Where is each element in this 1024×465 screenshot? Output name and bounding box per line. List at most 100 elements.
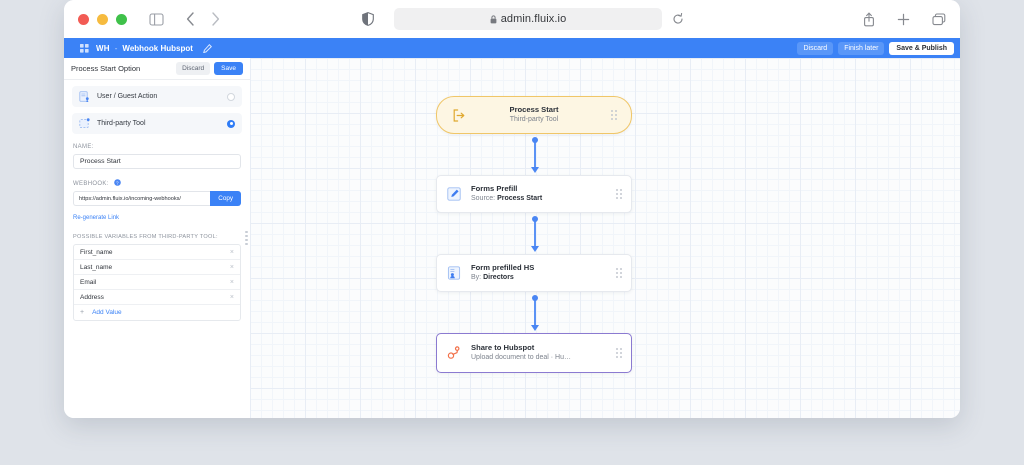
share-icon[interactable] (863, 12, 875, 27)
option-label: Third-party Tool (97, 120, 146, 127)
close-icon[interactable]: × (229, 278, 234, 286)
hubspot-icon (446, 346, 462, 360)
plus-icon: + (80, 309, 85, 316)
user-action-icon (79, 91, 90, 102)
variables-list: First_name × Last_name × Email × Addre (73, 244, 241, 321)
webhook-label: WEBHOOK: (73, 181, 109, 187)
node-drag-handle[interactable] (616, 348, 622, 358)
pencil-icon[interactable] (203, 43, 212, 53)
panel-save-button[interactable]: Save (214, 62, 243, 75)
shield-icon[interactable] (362, 12, 374, 26)
node-sub-value: Process Start (497, 195, 543, 203)
node-text: Share to Hubspot Upload document to deal… (471, 343, 616, 363)
variables-label: POSSIBLE VARIABLES FROM THIRD-PARTY TOOL… (73, 234, 218, 240)
breadcrumb-title[interactable]: Webhook Hubspot (122, 43, 193, 53)
connector-1 (531, 137, 539, 173)
node-drag-handle[interactable] (611, 110, 617, 120)
add-value-label: Add Value (92, 309, 122, 316)
workflow-canvas[interactable]: Process Start Third-party Tool Forms Pre… (245, 58, 960, 418)
app-grid-icon[interactable] (80, 43, 89, 53)
node-text: Process Start Third-party Tool (510, 105, 559, 125)
form-edit-icon (446, 187, 462, 201)
node-subtitle: By: Directors (471, 273, 616, 282)
node-drag-handle[interactable] (616, 268, 622, 278)
list-item[interactable]: First_name × (74, 245, 240, 260)
name-input-value: Process Start (80, 158, 121, 165)
url-text: admin.fluix.io (500, 13, 567, 25)
webhook-field: https://admin.fluix.io/incoming-webhooks… (73, 191, 241, 206)
node-subtitle: Upload document to deal · Hu… (471, 354, 571, 362)
add-value-button[interactable]: + Add Value (74, 305, 240, 320)
finish-later-button[interactable]: Finish later (838, 41, 885, 55)
node-sub-value: Directors (483, 274, 514, 282)
help-icon[interactable]: ? (114, 179, 121, 186)
radio-third-party-tool[interactable] (227, 119, 235, 128)
regenerate-link[interactable]: Re-generate Link (73, 215, 120, 221)
connector-3 (531, 295, 539, 331)
list-item[interactable]: Email × (74, 275, 240, 290)
minimize-window-button[interactable] (97, 13, 108, 25)
workflow-node-process-start[interactable]: Process Start Third-party Tool (436, 96, 632, 134)
node-title: Share to Hubspot (471, 343, 535, 353)
tabs-overview-icon[interactable] (932, 12, 946, 26)
navigation-buttons[interactable] (186, 12, 220, 26)
copy-button[interactable]: Copy (210, 191, 241, 206)
form-user-icon (446, 266, 462, 280)
option-user-guest-action[interactable]: User / Guest Action (72, 86, 242, 107)
webhook-input[interactable]: https://admin.fluix.io/incoming-webhooks… (73, 191, 211, 206)
node-title: Form prefilled HS (471, 263, 535, 273)
radio-user-guest-action[interactable] (227, 92, 235, 101)
close-icon[interactable]: × (229, 263, 234, 271)
process-start-icon (451, 108, 467, 122)
window-controls[interactable] (78, 13, 127, 25)
breadcrumb-short[interactable]: WH (96, 43, 110, 53)
maximize-window-button[interactable] (116, 13, 127, 25)
lock-icon (490, 14, 497, 24)
browser-actions (863, 12, 946, 27)
panel-discard-button[interactable]: Discard (176, 62, 211, 75)
address-bar[interactable]: admin.fluix.io (394, 8, 683, 30)
node-drag-handle[interactable] (616, 189, 622, 199)
reload-icon[interactable] (672, 13, 684, 25)
close-icon[interactable]: × (229, 248, 234, 256)
variable-name: Address (80, 293, 104, 301)
config-form: NAME: Process Start WEBHOOK: ? https://a… (64, 134, 250, 321)
workflow-node-share-to-hubspot[interactable]: Share to Hubspot Upload document to deal… (436, 333, 632, 373)
option-label: User / Guest Action (97, 93, 158, 100)
name-input[interactable]: Process Start (73, 154, 241, 169)
webhook-input-value: https://admin.fluix.io/incoming-webhooks… (79, 195, 181, 202)
address-bar-area: admin.fluix.io (362, 8, 683, 30)
page-title: Process Start Option (71, 64, 141, 73)
node-sub-prefix: Source: (471, 195, 496, 203)
workflow-node-forms-prefill[interactable]: Forms Prefill Source: Process Start (436, 175, 632, 213)
back-icon[interactable] (186, 12, 195, 26)
variable-name: First_name (80, 248, 113, 256)
close-window-button[interactable] (78, 13, 89, 25)
config-panel: Process Start Option Discard Save User /… (64, 58, 250, 418)
option-third-party-tool[interactable]: Third-party Tool (72, 113, 242, 134)
sidebar-toggle-icon[interactable] (149, 12, 164, 26)
config-panel-header: Process Start Option Discard Save (64, 58, 250, 80)
panel-resize-grip[interactable] (245, 231, 250, 245)
node-subtitle: Source: Process Start (471, 194, 616, 203)
connector-2 (531, 216, 539, 252)
workflow-node-form-prefilled-hs[interactable]: Form prefilled HS By: Directors (436, 254, 632, 292)
node-subtitle: Third-party Tool (509, 116, 559, 124)
node-sub-prefix: By: (471, 274, 482, 282)
third-party-tool-icon (79, 118, 90, 129)
variable-name: Last_name (80, 263, 113, 271)
save-publish-button[interactable]: Save & Publish (889, 41, 954, 55)
variable-name: Email (80, 278, 97, 286)
close-icon[interactable]: × (229, 293, 234, 301)
list-item[interactable]: Last_name × (74, 260, 240, 275)
browser-toolbar: admin.fluix.io (64, 0, 960, 38)
forward-icon[interactable] (211, 12, 220, 26)
app-header-actions: Discard Finish later Save & Publish (797, 41, 954, 55)
plus-icon[interactable] (897, 13, 910, 26)
list-item[interactable]: Address × (74, 290, 240, 305)
breadcrumb-separator: - (114, 43, 118, 53)
node-title: Process Start (509, 105, 559, 115)
node-title: Forms Prefill (471, 184, 518, 194)
discard-button[interactable]: Discard (797, 41, 834, 55)
